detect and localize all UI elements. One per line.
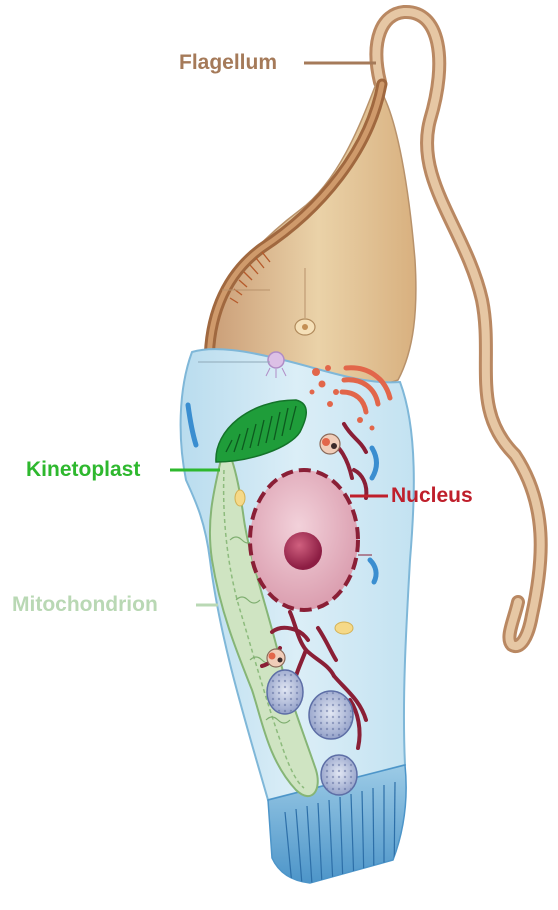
mitochondrion-label: Mitochondrion bbox=[12, 594, 158, 615]
nucleus-label: Nucleus bbox=[391, 485, 473, 506]
flagellar-pocket-vesicle bbox=[268, 352, 284, 368]
flagellum-label: Flagellum bbox=[179, 52, 277, 73]
kinetoplast-label: Kinetoplast bbox=[26, 459, 140, 480]
nucleolus bbox=[284, 532, 322, 570]
